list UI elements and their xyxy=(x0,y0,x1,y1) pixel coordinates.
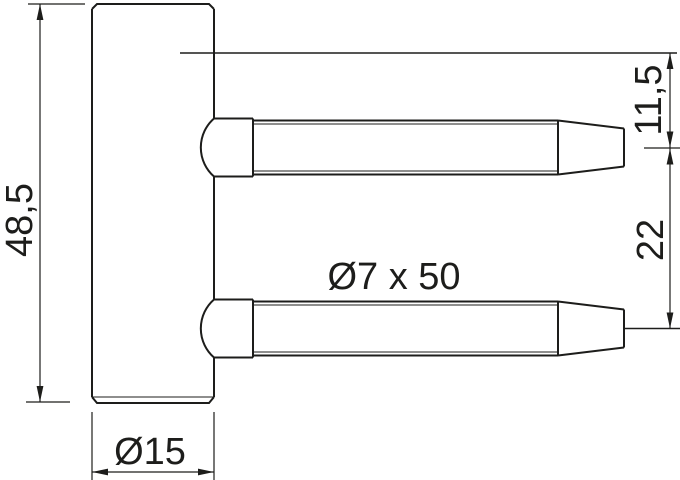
body-top-edge xyxy=(91,3,215,10)
spacing-arrow-up-icon xyxy=(666,148,674,165)
top-pin-taper-bottom xyxy=(557,165,625,176)
height-arrow-up-icon xyxy=(36,4,44,20)
top-pin-taper-top xyxy=(557,119,625,130)
bottom-pin-taper-top xyxy=(557,300,625,311)
top-pin xyxy=(199,117,625,178)
offset-arrow-up-icon xyxy=(666,53,674,69)
diameter-arrow-right-icon xyxy=(198,468,214,476)
bottom-pin-taper-bottom xyxy=(557,346,625,357)
bottom-pin-dome-arc xyxy=(199,298,215,359)
hinge-body xyxy=(91,3,215,404)
diameter-arrow-left-icon xyxy=(92,468,108,476)
body-bottom-edge xyxy=(91,396,215,404)
spacing-dimension-label: 22 xyxy=(630,219,672,261)
dimension-overall-height: 48,5 xyxy=(0,3,85,403)
bottom-pin xyxy=(199,298,625,359)
offset-dimension-label: 11,5 xyxy=(628,64,670,135)
spacing-arrow-down-icon xyxy=(666,312,674,329)
height-dimension-label: 48,5 xyxy=(0,183,41,257)
pin-size-label: Ø7 x 50 xyxy=(327,256,460,298)
height-arrow-down-icon xyxy=(36,386,44,402)
dimension-body-diameter: Ø15 xyxy=(91,412,215,480)
dimension-pin-positions: 11,5 22 xyxy=(628,53,680,329)
top-pin-dome-arc xyxy=(199,117,215,178)
diameter-dimension-label: Ø15 xyxy=(114,431,186,473)
offset-arrow-down-icon xyxy=(666,131,674,148)
